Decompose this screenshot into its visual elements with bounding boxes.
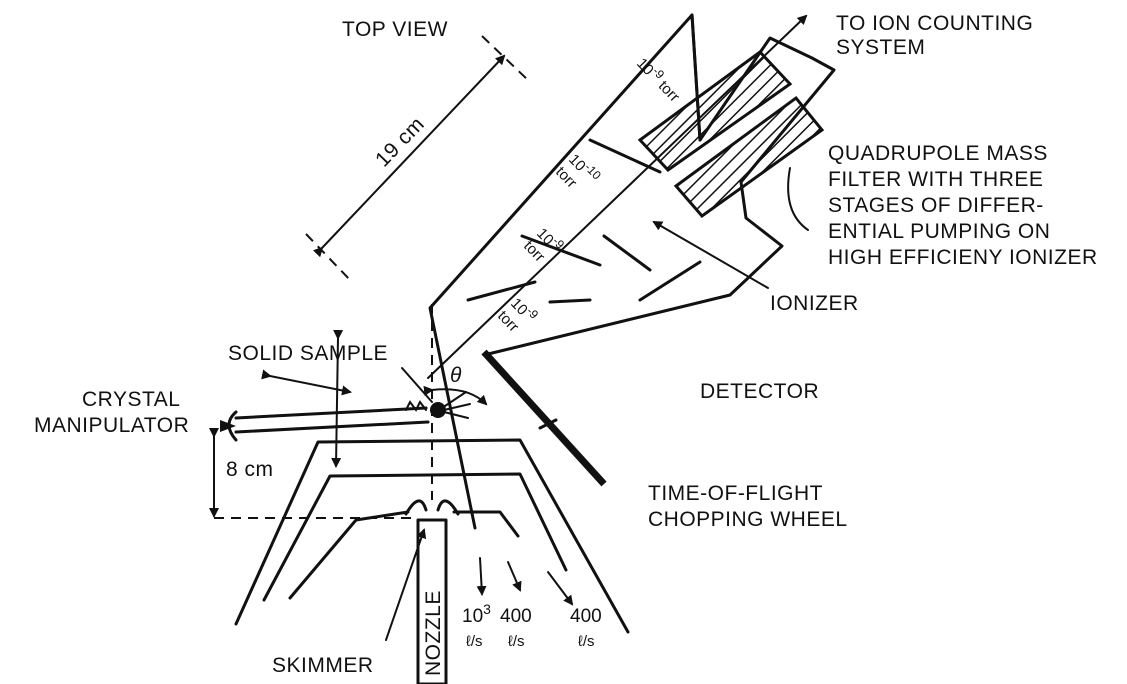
quadrupole-label-5: HIGH EFFICIENY IONIZER [828, 246, 1098, 269]
pressure-label-stage-3: 10-9 torr [520, 225, 567, 266]
stage-divider-5 [638, 260, 702, 302]
stage-divider-6 [548, 298, 592, 304]
quadrupole-pointer [787, 167, 809, 231]
svg-text:10-9torr: 10-9torr [633, 52, 686, 105]
svg-text:400: 400 [500, 606, 532, 627]
top-view-label: TOP VIEW [342, 18, 448, 41]
to-ion-counting-label: TO ION COUNTING [836, 12, 1033, 35]
tof-label-2: CHOPPING WHEEL [648, 508, 848, 531]
quadrupole-rod-upper [637, 50, 793, 172]
nozzle-label: NOZZLE [422, 590, 445, 676]
detector-axis-line [427, 14, 808, 379]
nozzle-body [416, 518, 448, 684]
pumping-speed-2: 400 ℓ/s [500, 606, 532, 650]
manipulator-label: MANIPULATOR [34, 414, 189, 437]
pump-arrow-1 [476, 557, 487, 596]
quadrupole-label-3: STAGES OF DIFFER- [828, 194, 1044, 217]
dim-19cm-label: 19 cm [371, 113, 429, 172]
detector-housing-outline [428, 13, 836, 530]
manipulator-gear [405, 400, 427, 412]
skimmer-pointer [385, 528, 427, 641]
dim-19cm-line [312, 54, 506, 258]
pressure-label-stage-1: 10-9torr [633, 52, 686, 106]
pressure-label-stage-2: 10-10 torr [552, 151, 604, 192]
detector-label: DETECTOR [700, 380, 819, 403]
skimmer-label: SKIMMER [272, 654, 374, 677]
theta-label: θ [450, 364, 462, 387]
theta-arc [423, 385, 488, 406]
svg-text:ℓ/s: ℓ/s [578, 633, 595, 650]
chamber-outer [234, 438, 630, 634]
svg-text:ℓ/s: ℓ/s [508, 633, 525, 650]
to-ion-counting-label-2: SYSTEM [836, 36, 925, 59]
skimmer-cone [404, 499, 460, 516]
svg-text:103: 103 [462, 601, 491, 627]
manipulator-shaft [234, 406, 430, 434]
sample-spray [441, 391, 471, 419]
ionizer-pointer [652, 220, 769, 289]
manipulator-vertical-arrow [331, 329, 344, 468]
tof-label-1: TIME-OF-FLIGHT [648, 482, 823, 505]
pump-arrow-2 [507, 561, 522, 592]
quadrupole-label-2: FILTER WITH THREE [828, 168, 1043, 191]
ionizer-label: IONIZER [770, 292, 859, 315]
quadrupole-label-4: ENTIAL PUMPING ON [828, 220, 1050, 243]
svg-text:ℓ/s: ℓ/s [466, 633, 483, 650]
solid-sample-label: SOLID SAMPLE [228, 342, 388, 365]
pressure-label-stage-4: 10-9 torr [494, 295, 541, 336]
chamber-middle [262, 472, 568, 602]
pumping-speed-3: 400 ℓ/s [570, 606, 602, 650]
quadrupole-label-1: QUADRUPOLE MASS [828, 142, 1048, 165]
solid-sample [430, 402, 446, 418]
solid-sample-pointer [401, 367, 433, 403]
dim-19cm-tick-bottom [305, 233, 353, 283]
dim-8cm-label: 8 cm [226, 458, 274, 481]
pump-arrow-3 [547, 571, 574, 606]
manipulator-arrow-tip [220, 420, 236, 432]
chopping-wheel [481, 349, 607, 487]
stage-divider-4 [602, 234, 652, 272]
dim-19cm-tick-top [481, 35, 531, 83]
pumping-speed-1: 103 ℓ/s [462, 601, 491, 650]
crystal-label: CRYSTAL [82, 388, 180, 411]
chopping-wheel-axle [538, 418, 558, 430]
quadrupole-rod-lower [673, 95, 825, 219]
chamber-inner [288, 510, 520, 600]
svg-text:400: 400 [570, 606, 602, 627]
